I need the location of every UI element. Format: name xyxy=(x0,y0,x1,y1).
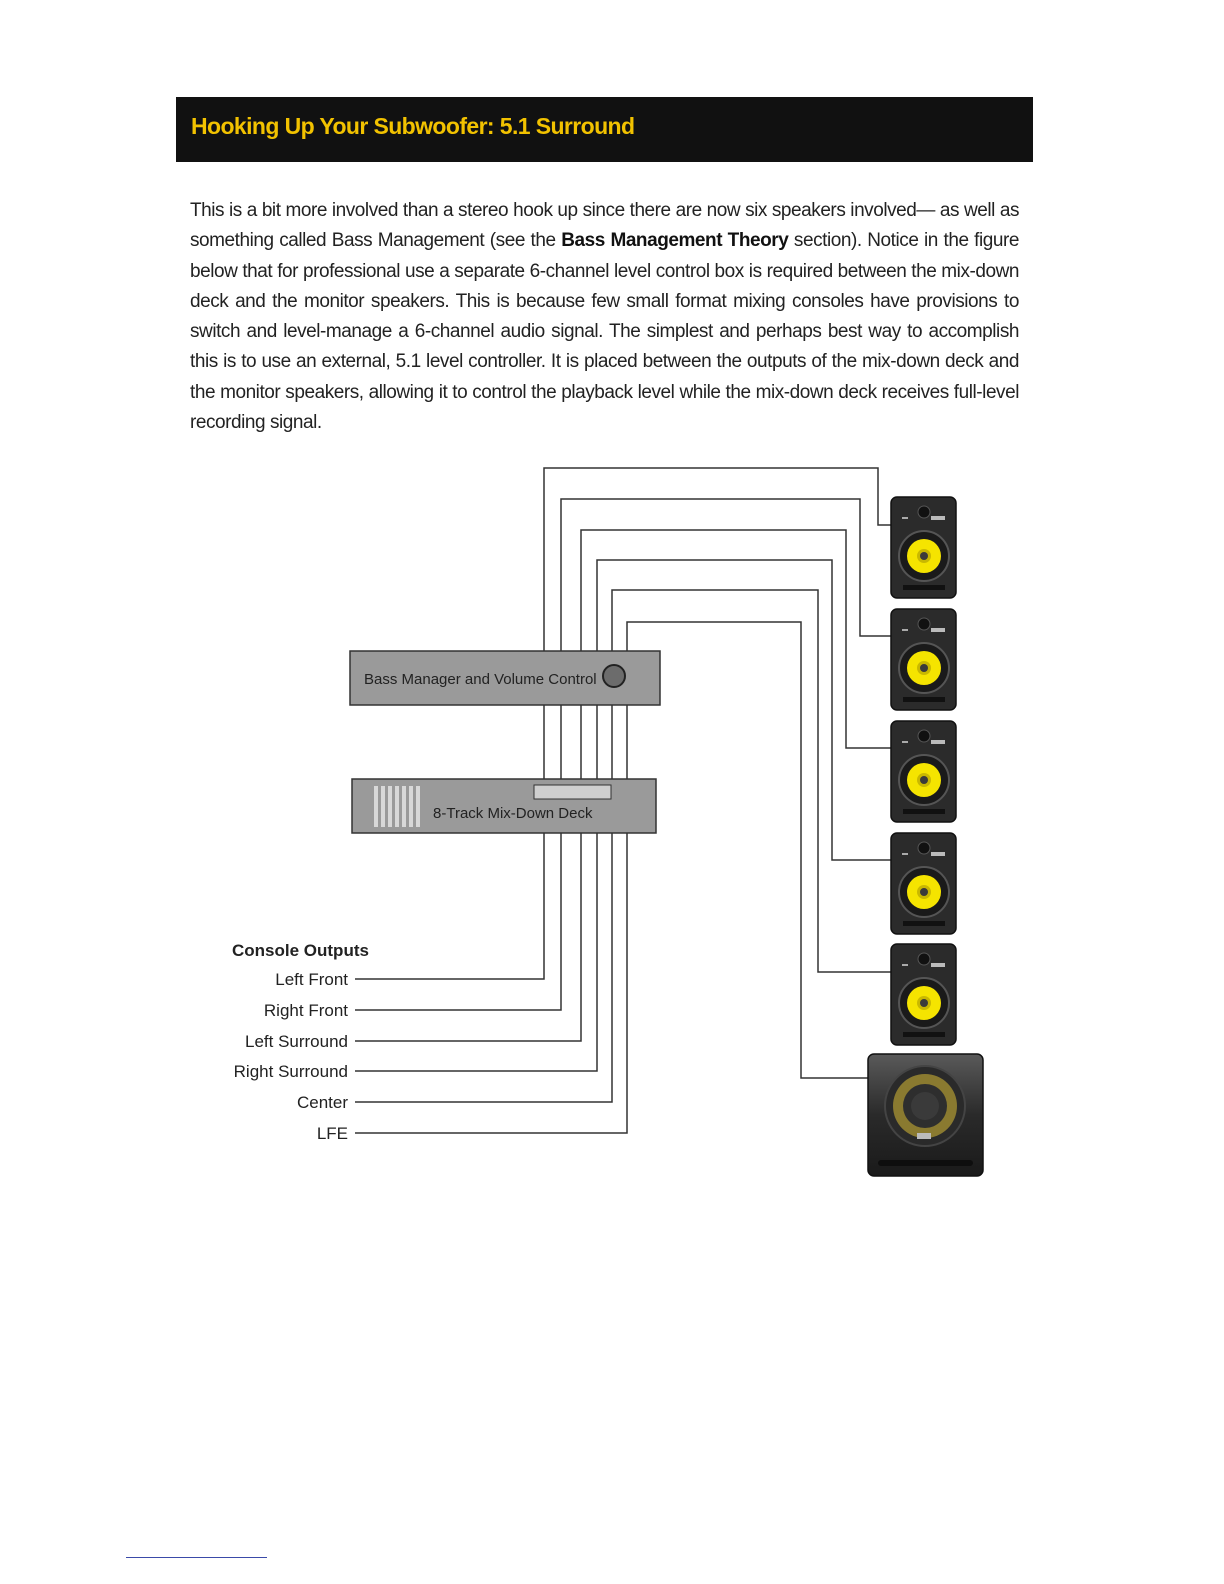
monitor-speaker-icon xyxy=(891,721,956,822)
output-label-left-surround: Left Surround xyxy=(245,1032,348,1051)
monitor-speaker-icon xyxy=(891,944,956,1045)
output-label-center: Center xyxy=(297,1093,348,1112)
subwoofer-icon xyxy=(868,1054,983,1176)
console-outputs-title: Console Outputs xyxy=(232,941,369,960)
output-label-right-surround: Right Surround xyxy=(234,1062,348,1081)
console-outputs: Console Outputs Left Front Right Front L… xyxy=(232,941,369,1143)
output-label-left-front: Left Front xyxy=(275,970,348,989)
output-label-lfe: LFE xyxy=(317,1124,348,1143)
bass-manager-box: Bass Manager and Volume Control xyxy=(350,651,660,705)
bass-manager-label: Bass Manager and Volume Control xyxy=(364,671,597,688)
monitor-speaker-icon xyxy=(891,497,956,598)
deck-label: 8-Track Mix-Down Deck xyxy=(433,805,593,822)
volume-knob-icon xyxy=(603,665,625,687)
output-label-right-front: Right Front xyxy=(264,1001,348,1020)
footer-rule xyxy=(126,1557,267,1558)
mixdown-deck-box: 8-Track Mix-Down Deck xyxy=(352,779,656,833)
deck-display-icon xyxy=(534,785,611,799)
wire-left-front xyxy=(355,468,893,979)
monitor-speaker-icon xyxy=(891,609,956,710)
monitor-speaker-icon xyxy=(891,833,956,934)
wire-right-front xyxy=(355,499,893,1010)
